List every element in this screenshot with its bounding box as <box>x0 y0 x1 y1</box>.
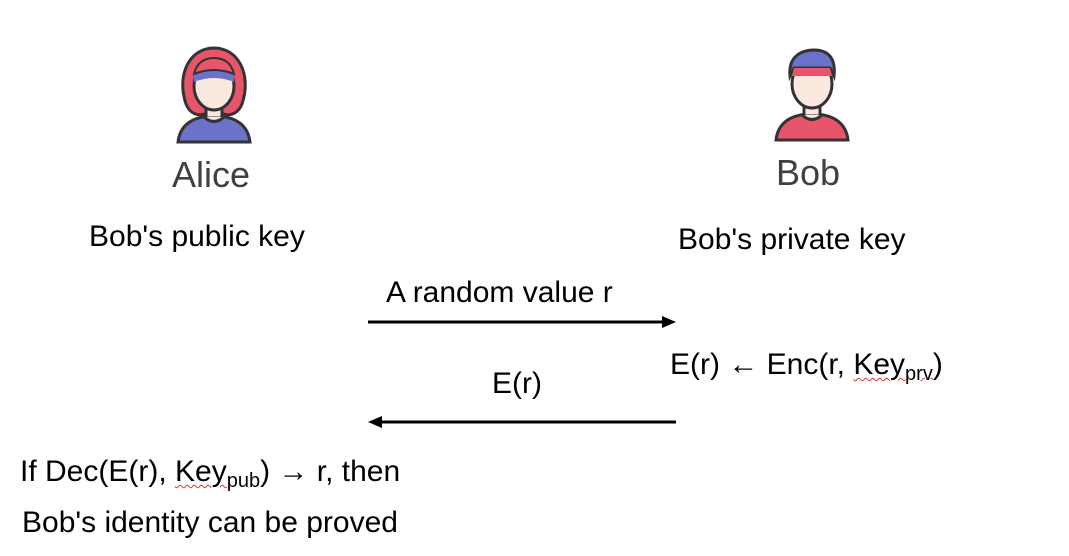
alice-key-label: Bob's public key <box>89 220 305 253</box>
alice-verification-line2: Bob's identity can be proved <box>22 506 398 539</box>
public-key-name: Key <box>175 455 227 488</box>
step2-arrow <box>366 412 678 432</box>
public-key-term: Keypub <box>175 455 260 491</box>
private-key-subscript: prv <box>905 363 933 385</box>
step1-label: A random value r <box>386 276 613 309</box>
alice-avatar <box>172 44 256 144</box>
bob-encryption-prefix: E(r) ← Enc(r, <box>670 348 854 381</box>
private-key-name: Key <box>853 348 906 381</box>
private-key-term: Keyprv <box>853 348 933 384</box>
verification-prefix: If Dec(E(r), <box>20 455 175 488</box>
bob-name: Bob <box>776 152 841 193</box>
bob-icon <box>774 48 850 142</box>
alice-name: Alice <box>172 154 251 195</box>
bob-avatar <box>772 46 852 142</box>
alice-verification-line1: If Dec(E(r), Keypub) → r, then <box>20 455 401 491</box>
bob-encryption: E(r) ← Enc(r, Keyprv) <box>670 348 943 384</box>
verification-suffix: ) → r, then <box>260 455 401 488</box>
step1-arrow <box>366 312 678 332</box>
alice-icon <box>176 46 252 144</box>
public-key-subscript: pub <box>226 470 261 492</box>
step2-label: E(r) <box>492 367 542 400</box>
bob-key-label: Bob's private key <box>678 223 906 256</box>
bob-encryption-suffix: ) <box>932 348 943 381</box>
